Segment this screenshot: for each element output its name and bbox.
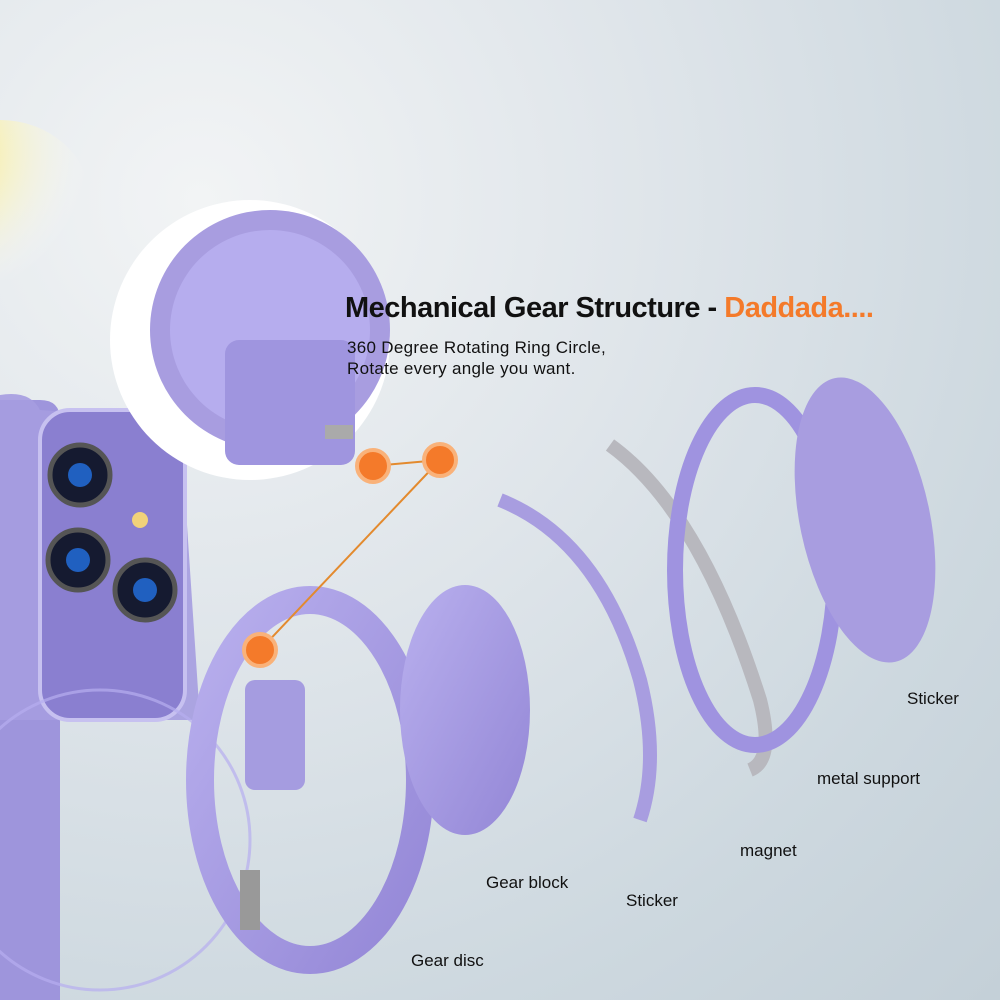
callout-dot — [355, 448, 391, 484]
detail-stand — [225, 340, 355, 465]
magsafe-ring — [0, 688, 252, 992]
lens-glass — [133, 578, 157, 602]
callout-line — [259, 459, 441, 651]
page-title: Mechanical Gear Structure - Daddada.... — [345, 292, 990, 325]
subtitle-line-2: Rotate every angle you want. — [347, 359, 576, 378]
gear-disc — [186, 586, 434, 974]
gear-block — [400, 585, 530, 835]
label-metal-support: metal support — [817, 769, 920, 788]
label-gear-disc: Gear disc — [411, 951, 484, 970]
label-gear-block: Gear block — [486, 873, 569, 892]
detail-pin — [325, 425, 353, 439]
flash — [132, 512, 148, 528]
lens-glass — [66, 548, 90, 572]
label-magnet: magnet — [740, 841, 797, 860]
subtitle-line-1: 360 Degree Rotating Ring Circle, — [347, 338, 607, 357]
gear-disc-stand — [245, 680, 305, 790]
lens-glass — [68, 463, 92, 487]
callout-dot — [422, 442, 458, 478]
label-sticker-top: Sticker — [907, 689, 959, 708]
brand-name: Daddada.... — [724, 292, 874, 324]
flower-blur — [0, 120, 90, 280]
callout-dot — [242, 632, 278, 668]
sticker-arc — [497, 493, 657, 823]
label-sticker-bottom: Sticker — [626, 891, 678, 910]
hinge-pin — [240, 870, 260, 930]
title-text: Mechanical Gear Structure - — [345, 292, 717, 324]
sticker-top — [794, 377, 936, 663]
